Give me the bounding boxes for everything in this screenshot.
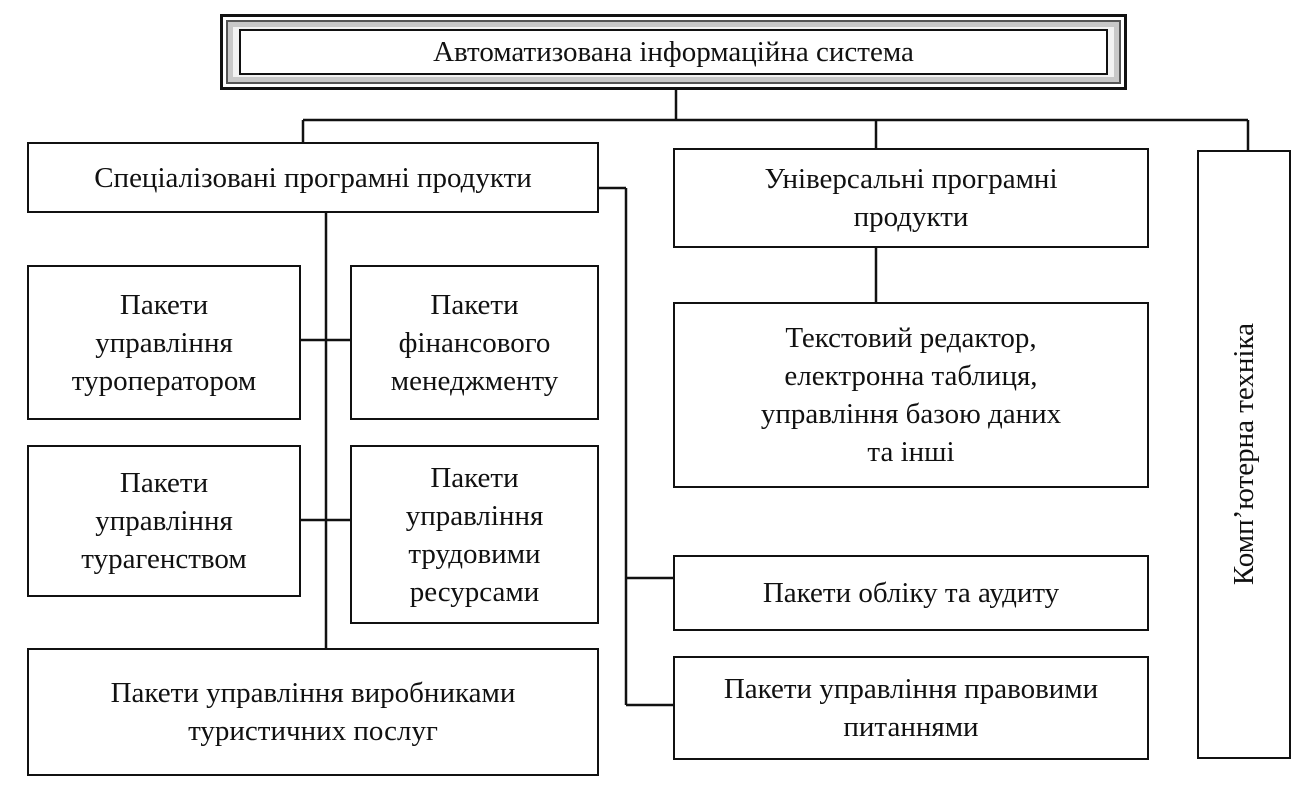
hr-packages-node: Пакети управління трудовими ресурсами [350, 445, 599, 624]
root-node: Автоматизована інформаційна система [220, 14, 1127, 90]
universal-software-node: Універсальні програмні продукти [673, 148, 1149, 248]
computer-hardware-label: Комп’ютерна техніка [1228, 323, 1260, 586]
tour-operator-packages-node: Пакети управління туроператором [27, 265, 301, 420]
producers-packages-node: Пакети управління виробниками туристични… [27, 648, 599, 776]
legal-packages-node: Пакети управління правовими питаннями [673, 656, 1149, 760]
financial-management-packages-node: Пакети фінансового менеджменту [350, 265, 599, 420]
accounting-packages-node: Пакети обліку та аудиту [673, 555, 1149, 631]
root-title: Автоматизована інформаційна система [239, 29, 1108, 75]
office-applications-node: Текстовий редактор, електронна таблиця, … [673, 302, 1149, 488]
computer-hardware-node: Комп’ютерна техніка [1197, 150, 1291, 759]
travel-agency-packages-node: Пакети управління турагенством [27, 445, 301, 597]
specialized-software-node: Спеціалізовані програмні продукти [27, 142, 599, 213]
